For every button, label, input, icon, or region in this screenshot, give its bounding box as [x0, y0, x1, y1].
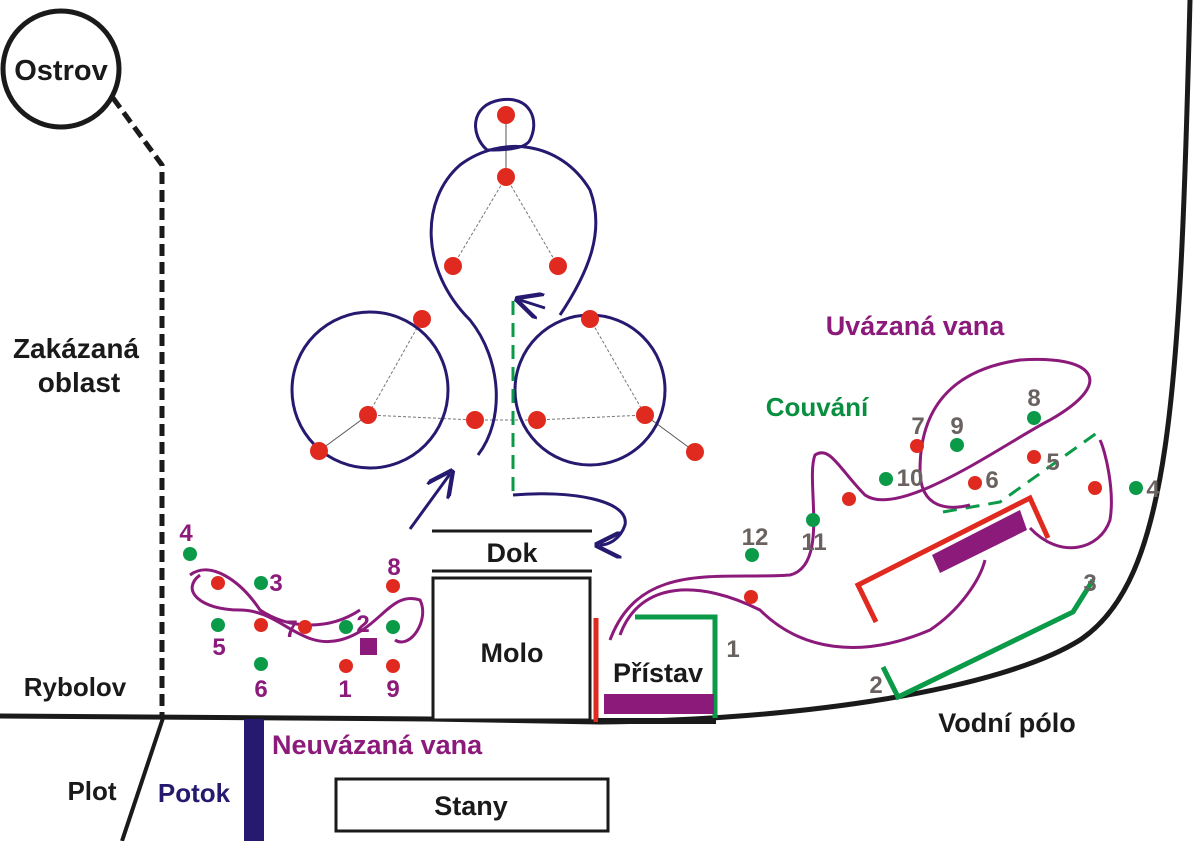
np-4: 4 — [179, 520, 193, 547]
up-7: 7 — [911, 413, 924, 440]
up-5: 5 — [1046, 449, 1059, 476]
np-7: 7 — [284, 616, 297, 643]
up-2: 2 — [869, 672, 882, 699]
up-1: 1 — [726, 636, 739, 663]
neuvazana-point-labels: 1 2 3 4 5 6 7 8 9 — [179, 520, 400, 703]
up-3: 3 — [1083, 570, 1096, 597]
label-ostrov: Ostrov — [14, 55, 107, 87]
label-zakazana-1: Zakázaná — [13, 333, 139, 364]
label-dok: Dok — [486, 538, 538, 568]
island-circle — [0, 8, 122, 130]
up-4: 4 — [1146, 476, 1160, 503]
green-buoys — [183, 411, 1143, 671]
couvani-dashed-box — [942, 428, 1102, 514]
label-uvazana-vana: Uvázaná vana — [826, 311, 1006, 341]
figure-loops-framework — [367, 176, 646, 421]
np-8: 8 — [387, 554, 400, 581]
label-couvani: Couvání — [766, 392, 869, 422]
water-polo-goal — [880, 578, 1096, 701]
np-5: 5 — [212, 634, 225, 661]
navy-maneuver-paths — [290, 97, 667, 545]
harbor-purple-boat — [604, 694, 714, 714]
np-1: 1 — [338, 676, 351, 703]
pier-box — [431, 576, 592, 722]
forbidden-zone-boundary — [110, 96, 165, 716]
np-2: 2 — [356, 611, 369, 638]
up-6: 6 — [985, 467, 998, 494]
tents-box — [334, 777, 610, 833]
label-rybolov: Rybolov — [24, 672, 127, 702]
start-square — [360, 638, 377, 655]
harbor-green-bracket — [635, 614, 718, 718]
label-plot: Plot — [67, 776, 116, 806]
label-potok: Potok — [158, 778, 231, 808]
up-10: 10 — [897, 465, 924, 492]
up-12: 12 — [742, 524, 769, 551]
label-molo: Molo — [481, 638, 544, 668]
np-9: 9 — [386, 676, 399, 703]
uvazana-point-labels: 1 2 3 4 5 6 7 8 9 10 11 12 — [726, 385, 1160, 699]
purple-maneuver-paths — [189, 357, 1113, 649]
np-3: 3 — [269, 570, 282, 597]
np-6: 6 — [254, 676, 267, 703]
red-buoys — [211, 106, 1102, 673]
stream-bar — [244, 719, 264, 841]
label-pristav: Přístav — [613, 658, 703, 688]
fence-line — [120, 717, 165, 841]
label-zakazana-2: oblast — [38, 367, 120, 398]
up-11: 11 — [801, 529, 826, 556]
label-neuvazana-vana: Neuvázaná vana — [272, 730, 483, 760]
shoreline — [0, 0, 1193, 725]
up-8: 8 — [1027, 385, 1040, 412]
moored-tub-purple-boat — [932, 510, 1027, 573]
moored-tub-red-bracket — [854, 494, 1051, 624]
up-9: 9 — [950, 413, 963, 440]
label-vodni-polo: Vodní pólo — [938, 708, 1075, 738]
label-stany: Stany — [434, 791, 508, 821]
